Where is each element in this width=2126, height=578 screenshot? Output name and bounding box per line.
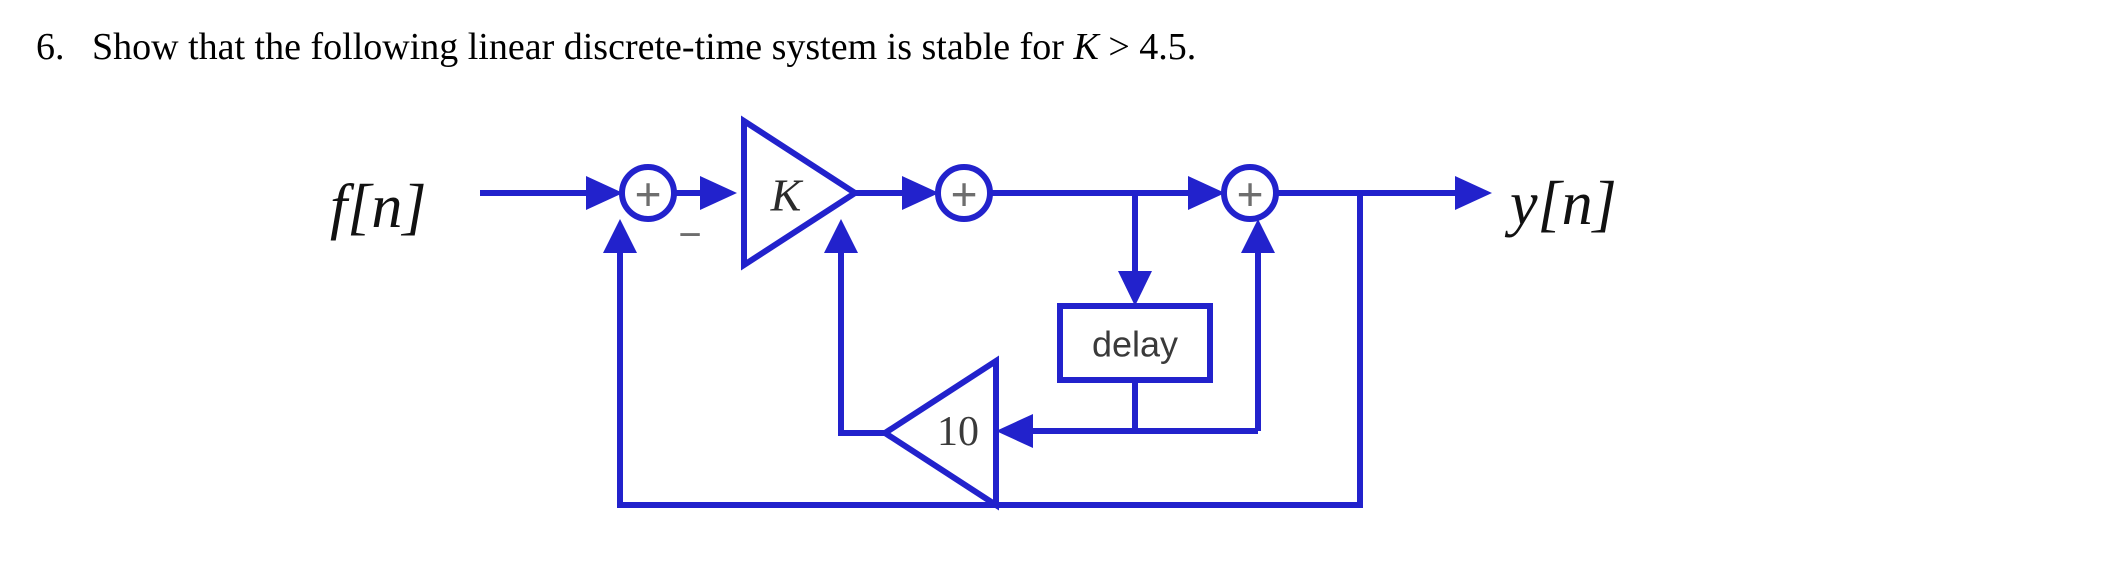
summer2-plus-sign: + <box>951 168 978 220</box>
arrowhead-into-delay <box>1118 271 1152 306</box>
problem-number: 6. <box>36 26 65 68</box>
problem-text: Show that the following linear discrete-… <box>92 24 1196 72</box>
gain-10-label: 10 <box>937 409 979 455</box>
summer1-plus-sign: + <box>635 168 662 220</box>
arrowhead-into-summer1 <box>586 176 623 210</box>
problem-text-before-variable: Show that the following linear discrete-… <box>92 26 1074 68</box>
delay-block <box>1057 303 1213 383</box>
arrowhead-into-gain10 <box>996 414 1033 448</box>
arrowhead-output <box>1455 176 1492 210</box>
input-signal-label: f[n] <box>330 173 426 241</box>
arrowhead-up-into-summer3 <box>1241 219 1275 253</box>
summer3-plus-sign: + <box>1237 168 1264 220</box>
problem-text-after-variable: > 4.5. <box>1098 26 1197 68</box>
gain-block-10 <box>879 355 999 511</box>
gain-block-k <box>741 115 861 271</box>
block-diagram-figure: f[n] + − K + delay 10 + y[n] <box>0 88 2126 558</box>
block-diagram-svg: f[n] + − K + delay 10 + y[n] <box>330 115 1617 511</box>
arrowhead-up-into-summer1 <box>603 219 637 253</box>
problem-variable-k: K <box>1073 26 1099 68</box>
delay-block-label: delay <box>1092 324 1178 365</box>
problem-statement: 6. Show that the following linear discre… <box>36 24 2086 72</box>
gain-k-label: K <box>770 170 804 221</box>
arrowhead-up-into-summer2 <box>824 219 858 253</box>
arrowhead-into-summer3 <box>1188 176 1225 210</box>
output-signal-label: y[n] <box>1504 170 1617 238</box>
arrowhead-into-summer2 <box>902 176 939 210</box>
arrowhead-into-gain-k <box>700 176 737 210</box>
summer1-minus-sign: − <box>678 213 701 257</box>
